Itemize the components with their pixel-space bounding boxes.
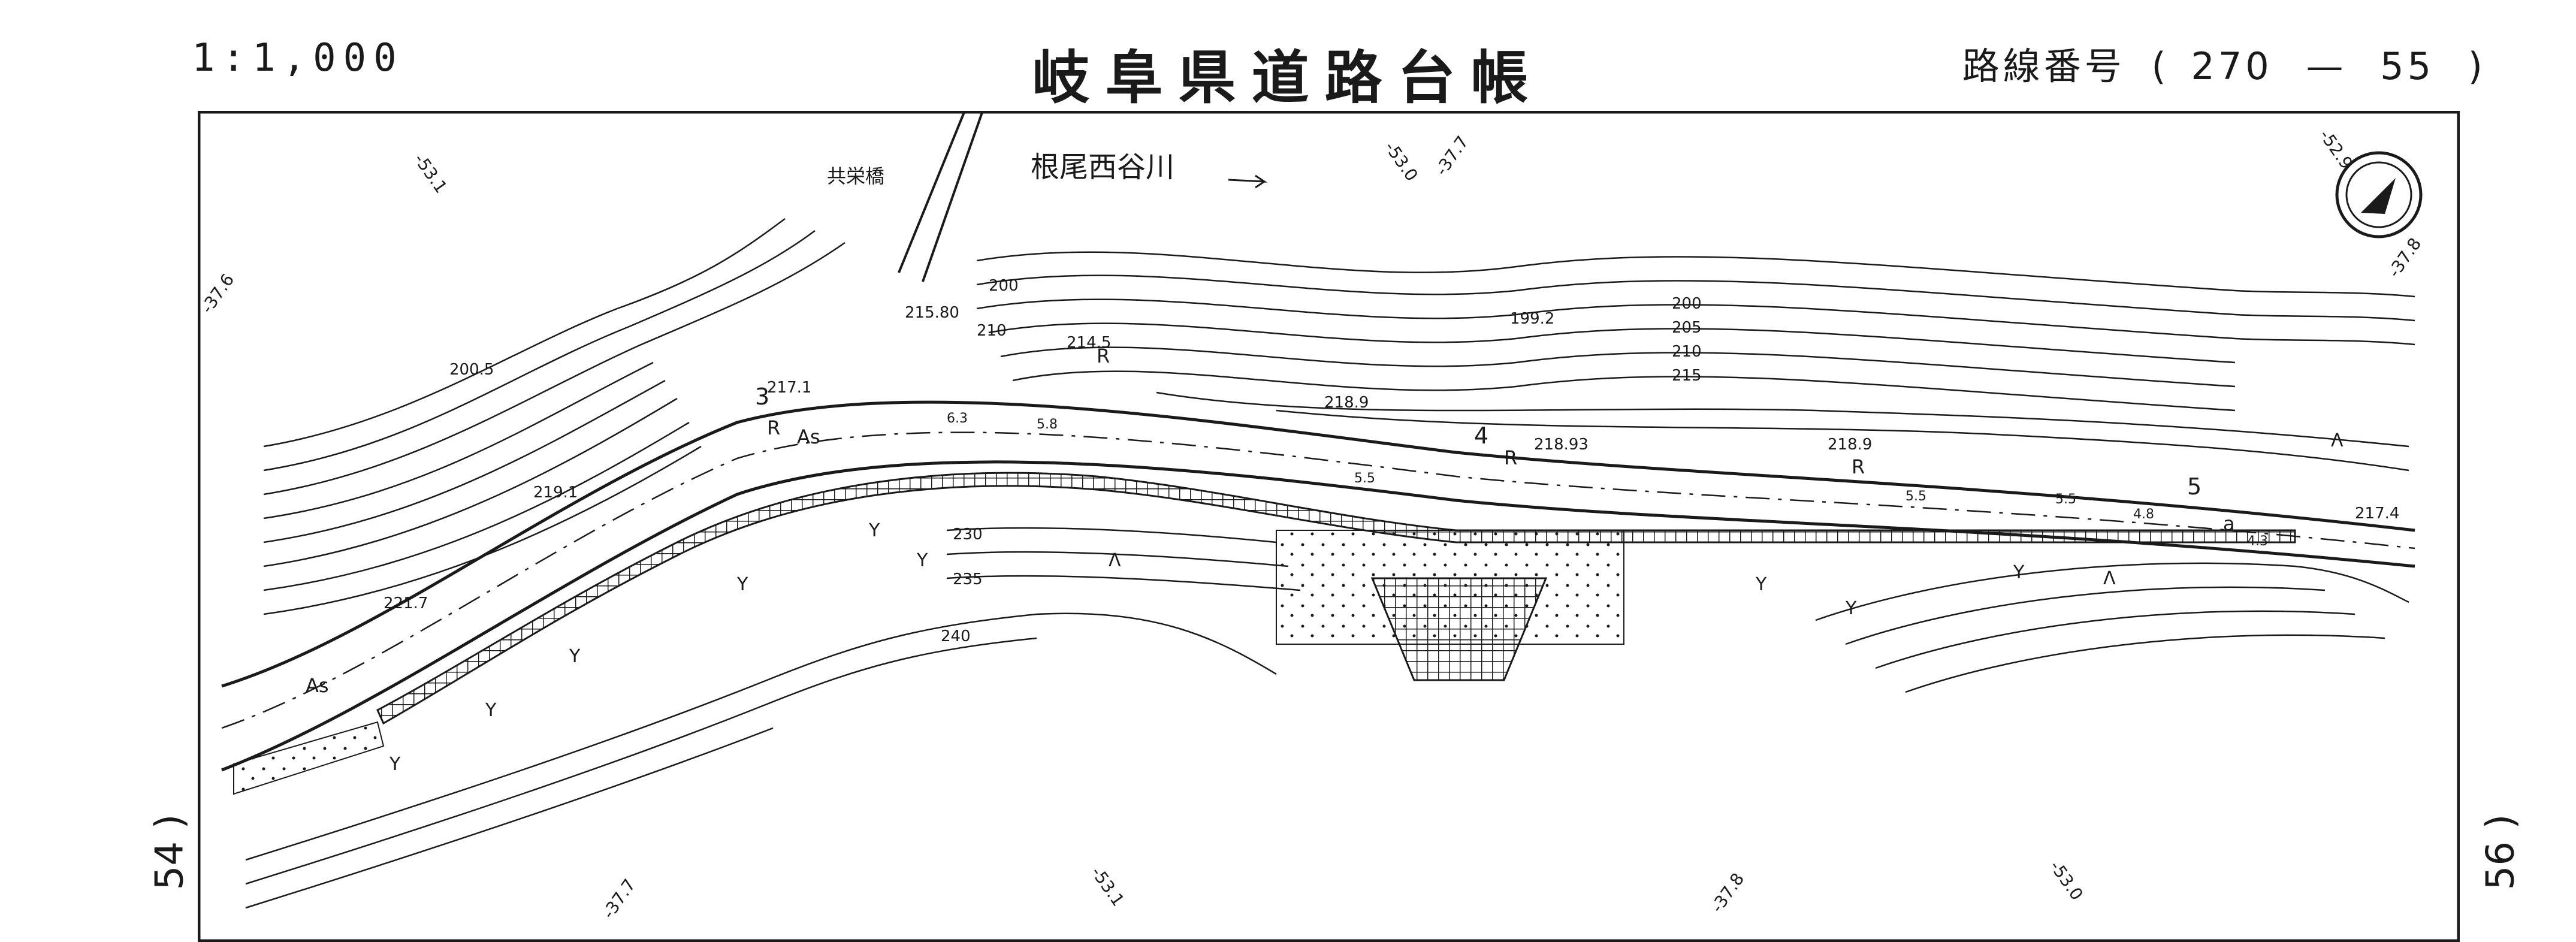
grid-coord-label: -53.1: [1087, 863, 1128, 910]
elevation-label: 215.80: [905, 304, 959, 322]
width-label: 4.8: [2133, 507, 2154, 522]
contour-label: 200: [1672, 295, 1702, 313]
width-label: 5.5: [1905, 489, 1926, 504]
route-open-paren: (: [2151, 44, 2170, 88]
grass-symbol: Λ: [2103, 568, 2116, 589]
grid-coordinate-labels: -53.1 -53.0 -37.7 -52.9 -37.8 -37.6 -37.…: [198, 126, 2425, 922]
grid-coord-label: -53.1: [410, 150, 451, 197]
shrub-symbol: Y: [485, 700, 497, 721]
contour-label: 210: [977, 322, 1007, 340]
grid-coord-label: -53.0: [1381, 138, 1422, 185]
section-number: 4: [1474, 422, 1488, 449]
contour-label: 205: [1672, 319, 1702, 337]
width-labels: 6.3 5.8 5.5 5.5 5.5 4.8 4.3: [947, 411, 2268, 549]
river-name: 根尾西谷川: [1031, 150, 1174, 184]
page-title: 岐阜県道路台帳: [1032, 44, 1544, 111]
elevation-label: 221.7: [383, 594, 428, 612]
retaining-wall: [376, 472, 2296, 725]
shrub-symbol: Y: [868, 520, 880, 541]
vegetation-symbols: Y Y Y Y Y Y Y Y Y Λ Λ Λ: [389, 430, 2344, 775]
surface-label: As: [797, 425, 820, 448]
grid-coord-label: -53.0: [2046, 857, 2087, 904]
shrub-symbol: Y: [736, 574, 748, 595]
contour-label: 200: [989, 277, 1019, 295]
surface-label: a: [2223, 512, 2235, 535]
section-number: 3: [755, 384, 769, 410]
surface-label: R: [767, 416, 780, 439]
surface-label: R: [1504, 446, 1517, 469]
shrub-symbol: Y: [569, 646, 581, 667]
width-label: 5.8: [1037, 417, 1058, 432]
upper-contours: [263, 218, 2415, 615]
elevation-label: 199.2: [1510, 310, 1554, 328]
surface-label: As: [306, 674, 329, 697]
elevation-label: 218.9: [1828, 436, 1872, 454]
road-ledger-map: 根尾西谷川 共栄橋 215.80 214.5 217.1 218.9 218.9…: [198, 111, 2460, 942]
width-label: 5.5: [1354, 471, 1375, 486]
grass-symbol: Λ: [2331, 430, 2344, 451]
contour-label: 240: [941, 627, 971, 645]
width-label: 6.3: [947, 411, 968, 426]
width-label: 5.5: [2055, 492, 2076, 507]
bridge-name: 共栄橋: [827, 165, 884, 188]
lower-contours: [245, 527, 2409, 909]
shrub-symbol: Y: [2013, 562, 2025, 583]
north-arrow-icon: [2335, 151, 2423, 238]
grass-symbol: Λ: [1109, 550, 1121, 571]
grid-coord-label: -37.7: [1432, 132, 1473, 179]
river-flow-arrow: [1228, 174, 1268, 189]
surface-label: R: [1097, 345, 1110, 367]
shrub-symbol: Y: [389, 754, 401, 775]
contour-labels: 200 210 230 235 240 200 205 210 215: [941, 277, 1702, 645]
route-label-text: 路線番号: [1962, 44, 2125, 88]
route-number: 270: [2191, 44, 2273, 88]
shrub-symbol: Y: [1755, 574, 1767, 595]
adjacent-sheet-left: 54 ): [147, 814, 192, 890]
elevation-label: 214.5: [1067, 334, 1111, 352]
map-frame: [198, 111, 2460, 942]
elevation-label: 219.1: [533, 484, 578, 502]
route-number-label: 路線番号 ( 270 — 55 ): [1962, 36, 2486, 90]
elevation-label: 218.9: [1324, 394, 1369, 412]
grid-coord-label: -37.8: [2384, 234, 2426, 281]
route-close-paren: ): [2468, 44, 2486, 88]
road-surface-labels: As As a R R R R: [306, 345, 2235, 697]
grid-coord-label: -37.8: [1707, 869, 1748, 916]
section-numbers: 3 4 5: [755, 384, 2201, 500]
grid-coord-label: -37.7: [599, 875, 640, 922]
scale-label: 1:1,000: [192, 36, 404, 80]
contour-label: 215: [1672, 367, 1702, 385]
shrub-symbol: Y: [916, 550, 928, 571]
contour-label: 210: [1672, 343, 1702, 361]
adjacent-sheet-right: 56 ): [2478, 814, 2523, 890]
fill-zone-lower: [233, 721, 385, 795]
surface-label: R: [1852, 455, 1865, 478]
shrub-symbol: Y: [1845, 598, 1857, 619]
elevation-label: 217.4: [2355, 505, 2399, 523]
grid-coord-label: -37.6: [198, 270, 238, 317]
contour-label: 230: [953, 526, 983, 544]
route-sheet: 55: [2380, 44, 2435, 88]
elevation-label: 218.93: [1534, 436, 1589, 454]
structure-box: [1370, 577, 1548, 681]
route-dash: —: [2306, 44, 2347, 88]
contour-label: 235: [953, 570, 983, 588]
elevation-label: 217.1: [767, 379, 811, 397]
elevation-label: 200.5: [449, 361, 494, 379]
bridge: [898, 111, 984, 282]
section-number: 5: [2187, 473, 2201, 500]
width-label: 4.3: [2247, 534, 2268, 549]
elevation-labels: 215.80 214.5 217.1 218.9 218.93 218.9 19…: [383, 304, 2399, 612]
